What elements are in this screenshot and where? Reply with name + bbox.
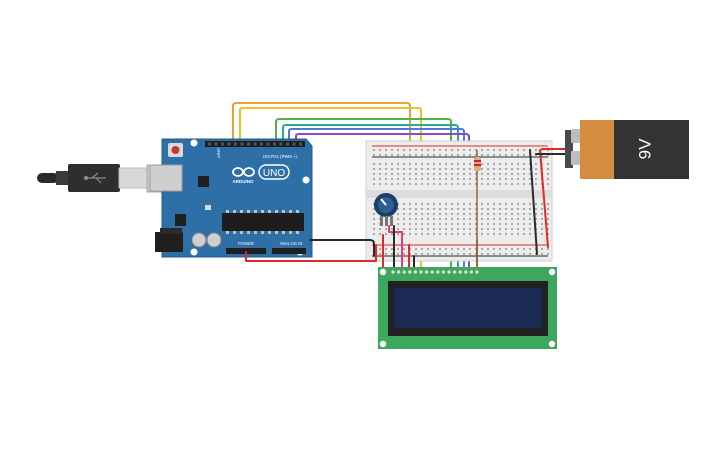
arduino-brand-label: ARDUINO xyxy=(233,179,254,184)
wire-black-rail[interactable] xyxy=(529,149,538,255)
potentiometer[interactable] xyxy=(374,193,398,226)
wire-purple[interactable] xyxy=(295,133,470,271)
lcd-screen xyxy=(394,288,542,328)
arduino-model-label: UNO xyxy=(263,168,285,179)
wire-black-gnd[interactable] xyxy=(309,239,375,257)
power-header-label: POWER xyxy=(238,241,254,246)
lcd-16x2[interactable] xyxy=(378,267,557,349)
analog-header-label: ANALOG IN xyxy=(280,241,303,246)
battery-label: 9V xyxy=(635,138,654,159)
lcd-pin-header[interactable] xyxy=(391,270,479,274)
resistor[interactable] xyxy=(474,150,481,240)
power-wires xyxy=(245,148,567,271)
arduino-uno-board[interactable]: ARDUINO UNO DIGITAL (PWM ~) POWER ANALOG… xyxy=(149,138,313,258)
wire-orange[interactable] xyxy=(232,102,411,161)
svg-text:AREF: AREF xyxy=(216,147,221,158)
wire-green[interactable] xyxy=(275,118,452,271)
wire-yellow[interactable] xyxy=(239,107,422,271)
battery-9v[interactable]: 9V xyxy=(565,120,689,179)
power-jack xyxy=(155,232,183,252)
wire-pink-contrast[interactable] xyxy=(388,225,403,271)
digital-header-label: DIGITAL (PWM ~) xyxy=(263,154,297,159)
wire-blue[interactable] xyxy=(288,128,465,271)
digital-header[interactable] xyxy=(205,141,305,147)
arduino-infinity-icon xyxy=(232,167,255,177)
usb-plug-icon xyxy=(83,172,106,184)
power-analog-header[interactable] xyxy=(226,248,306,254)
wire-red-5v[interactable] xyxy=(245,244,377,262)
wire-teal[interactable] xyxy=(282,124,459,271)
signal-wires xyxy=(232,102,470,271)
microcontroller-chip xyxy=(222,213,304,231)
wire-red-rail[interactable] xyxy=(539,149,549,248)
